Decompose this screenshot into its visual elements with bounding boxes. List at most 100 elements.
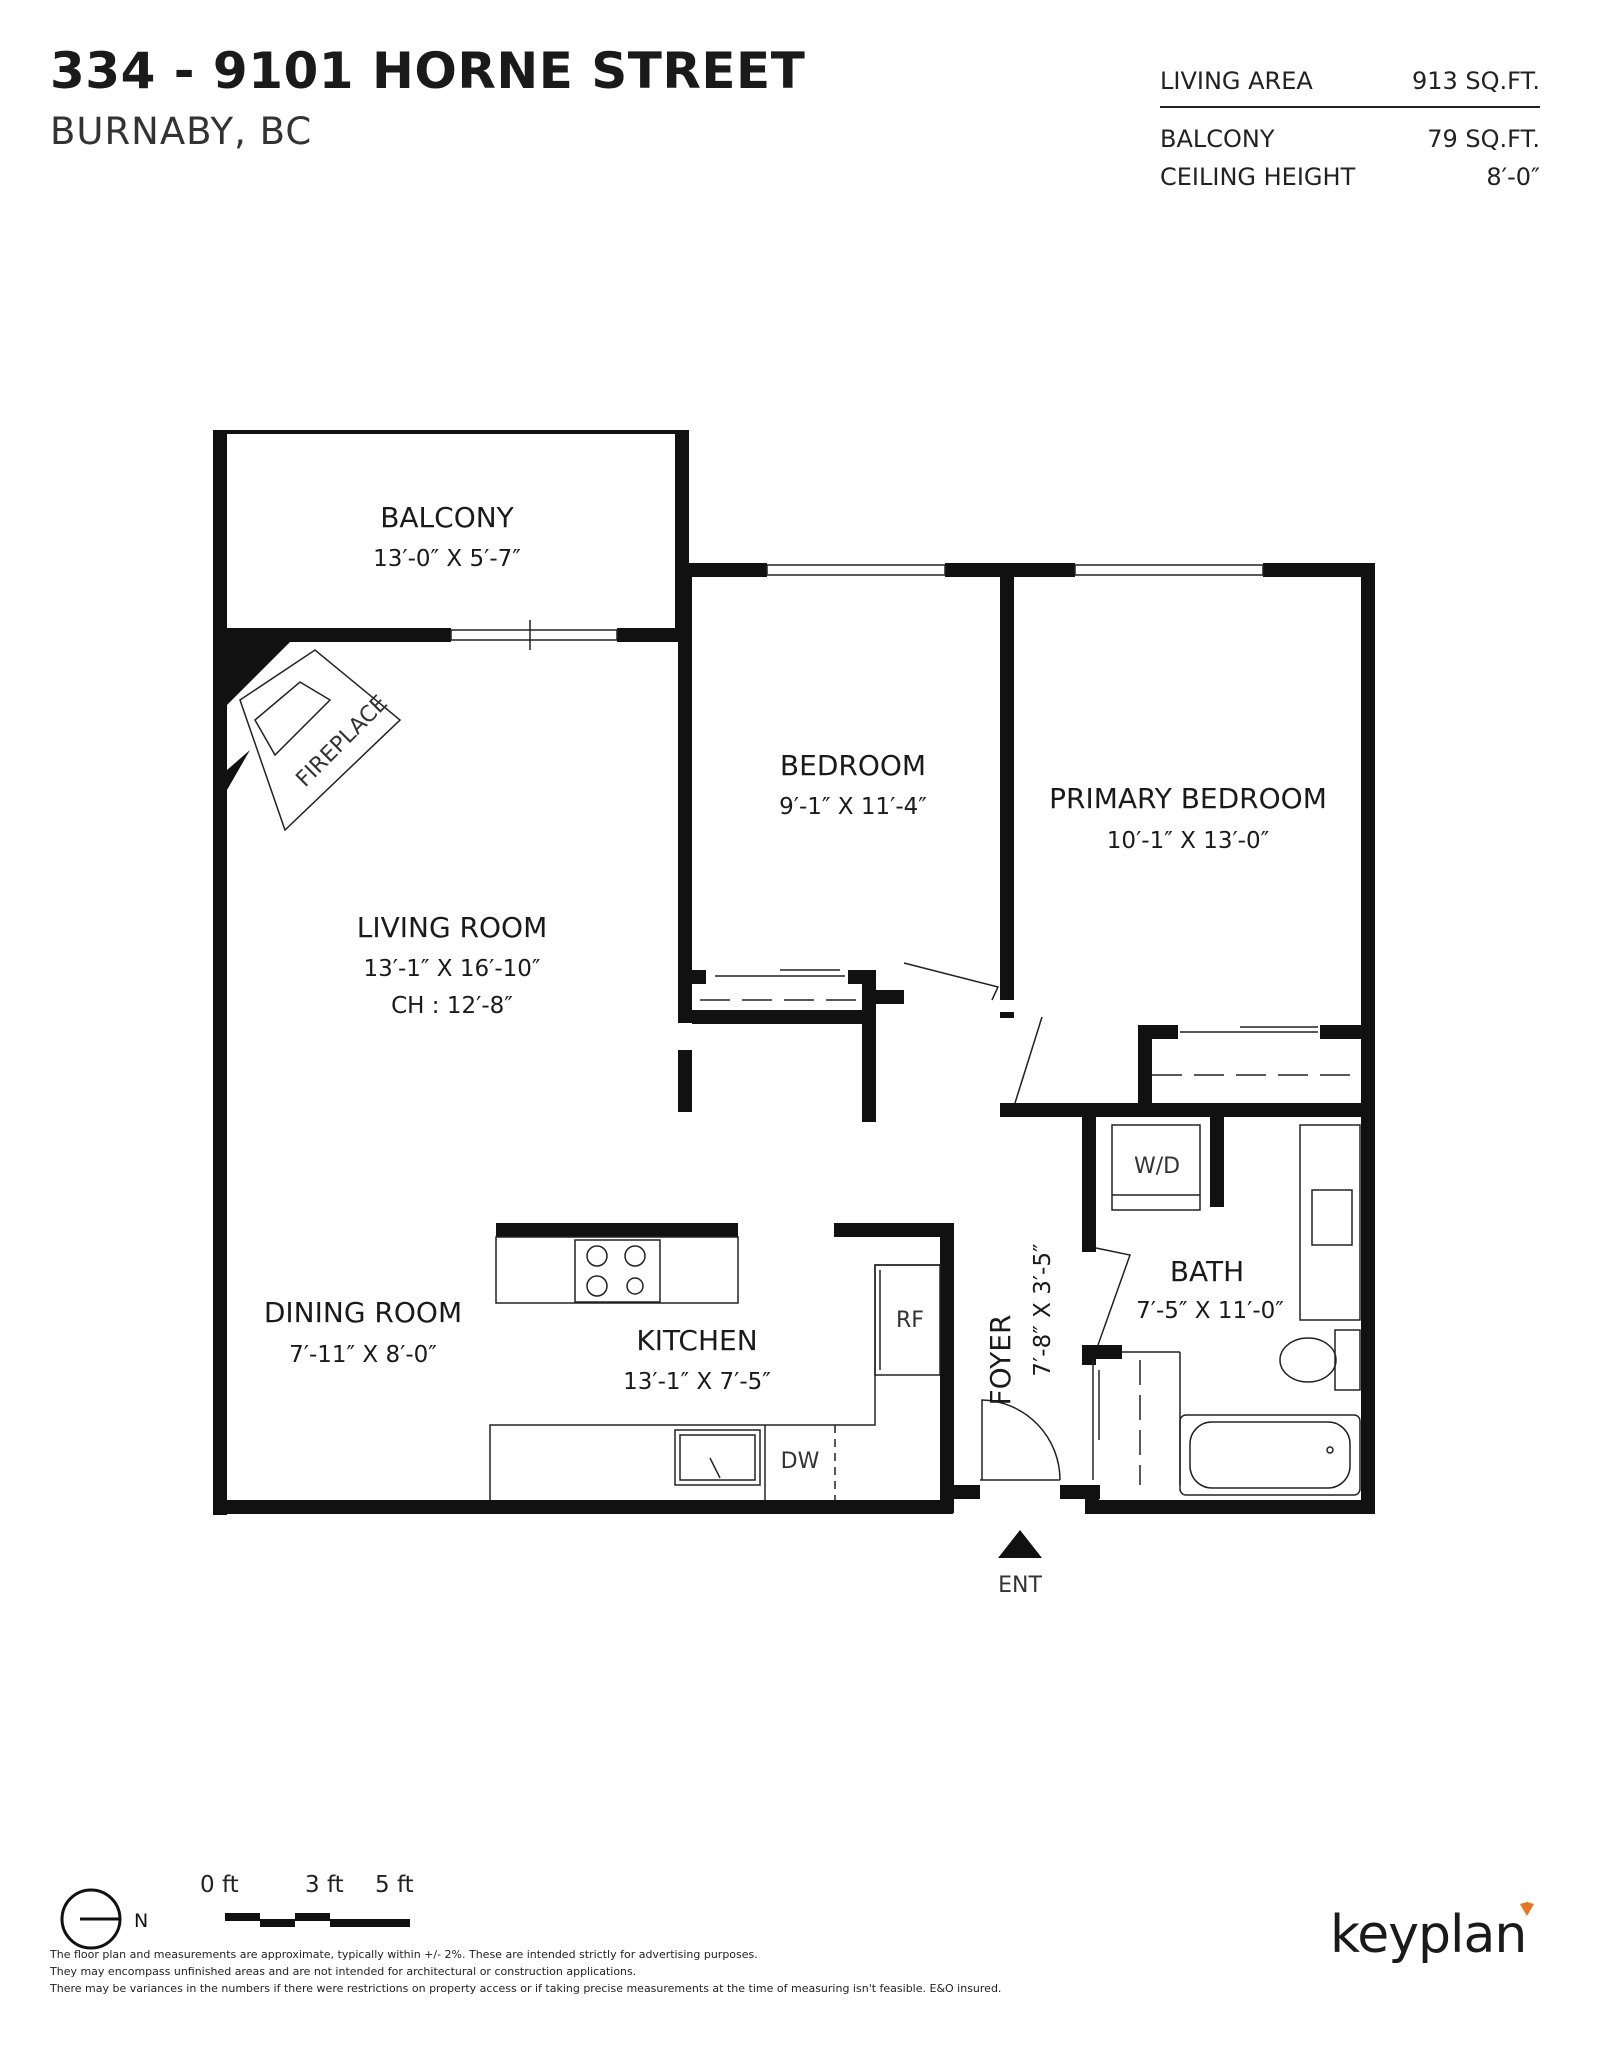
compass-icon: N <box>60 1888 148 1950</box>
disclaimer-line: The floor plan and measurements are appr… <box>50 1948 758 1961</box>
tub-drain <box>1326 1446 1334 1454</box>
room-name-dining-room: DINING ROOM <box>264 1296 462 1329</box>
wall <box>1138 1025 1178 1039</box>
room-dims-living-room: 13′-1″ X 16′-10″ <box>363 956 540 982</box>
room-dims-primary-bedroom: 10′-1″ X 13′-0″ <box>1107 828 1270 854</box>
toilet-tank <box>1334 1329 1361 1391</box>
wall <box>940 1485 980 1499</box>
room-name-bedroom: BEDROOM <box>780 749 926 782</box>
faucet <box>709 1457 721 1479</box>
dishwasher-label: DW <box>781 1449 820 1474</box>
room-dims-bath: 7′-5″ X 11′-0″ <box>1136 1298 1284 1324</box>
area-row-ceiling: CEILING HEIGHT 8′-0″ <box>1160 158 1540 196</box>
disclaimer-line: They may encompass unfinished areas and … <box>50 1965 637 1978</box>
scale-bar <box>225 1913 410 1927</box>
room-name-bath: BATH <box>1170 1255 1244 1288</box>
wall <box>678 970 706 984</box>
stove-burner <box>586 1275 608 1297</box>
stove-burner <box>586 1245 608 1267</box>
vanity <box>1299 1124 1361 1321</box>
fireplace-corner <box>227 750 250 790</box>
scale-label-5: 5 ft <box>375 1872 414 1898</box>
washer-dryer <box>1111 1124 1201 1211</box>
wall <box>1082 1117 1096 1252</box>
stove <box>574 1239 661 1303</box>
bathtub-inner <box>1189 1421 1351 1489</box>
room-dims-bedroom: 9′-1″ X 11′-4″ <box>779 794 927 820</box>
door-swing <box>903 962 1000 1001</box>
wall <box>1210 1117 1224 1207</box>
scale-label-3: 3 ft <box>305 1872 344 1898</box>
wall <box>945 563 1075 577</box>
fridge-label: RF <box>896 1308 924 1333</box>
room-dims-foyer: 7′-8″ X 3′-5″ <box>1030 1243 1056 1377</box>
stove-burner <box>626 1277 644 1295</box>
area-row-balcony: BALCONY 79 SQ.FT. <box>1160 120 1540 158</box>
wall <box>862 970 876 1122</box>
stove-burner <box>624 1245 646 1267</box>
fridge <box>874 1264 941 1376</box>
room-dims-kitchen: 13′-1″ X 7′-5″ <box>623 1369 771 1395</box>
fireplace-corner <box>227 642 290 705</box>
wall <box>213 1500 953 1514</box>
wall <box>1000 1103 1375 1117</box>
wall <box>1000 1012 1014 1018</box>
wall <box>940 1223 954 1513</box>
area-value: 79 SQ.FT. <box>1427 125 1540 153</box>
wall <box>617 628 689 642</box>
kitchen-sink <box>674 1429 761 1486</box>
washer-dryer-label: W/D <box>1134 1154 1180 1179</box>
wall <box>215 430 685 434</box>
wall <box>213 628 451 642</box>
fixture-lines <box>239 564 1361 1500</box>
wall <box>692 1010 867 1024</box>
disclaimer: The floor plan and measurements are appr… <box>50 1946 1050 1997</box>
entry-door-swing <box>981 1399 1061 1481</box>
door-swing <box>1014 1016 1043 1104</box>
wall <box>678 1050 692 1112</box>
window <box>1074 564 1264 576</box>
page-subtitle: BURNABY, BC <box>50 110 313 153</box>
brand-logo: keyplan <box>1330 1905 1527 1965</box>
wall <box>1000 577 1014 1000</box>
area-label: BALCONY <box>1160 125 1275 153</box>
brand-mark-icon <box>1520 1902 1534 1916</box>
room-name-foyer: FOYER <box>984 1315 1017 1406</box>
area-row-living: LIVING AREA 913 SQ.FT. <box>1160 62 1540 108</box>
room-name-living-room: LIVING ROOM <box>357 911 548 944</box>
compass-north-label: N <box>134 1910 148 1932</box>
sliding-door <box>450 629 618 641</box>
wall <box>213 430 227 1515</box>
page-title: 334 - 9101 HORNE STREET <box>50 42 806 100</box>
wall <box>876 990 904 1004</box>
bath-sink <box>1311 1189 1353 1246</box>
disclaimer-line: There may be variances in the numbers if… <box>50 1982 1002 1995</box>
room-name-balcony: BALCONY <box>380 501 514 534</box>
wall <box>678 563 692 1023</box>
entrance-arrow-icon <box>998 1530 1042 1558</box>
wall <box>1263 563 1375 577</box>
island-counter <box>495 1236 739 1304</box>
bath-door-swing <box>1095 1247 1131 1346</box>
area-summary: LIVING AREA 913 SQ.FT. BALCONY 79 SQ.FT.… <box>1160 62 1540 196</box>
room-dims-balcony: 13′-0″ X 5′-7″ <box>373 546 521 572</box>
area-label: LIVING AREA <box>1160 67 1313 95</box>
area-label: CEILING HEIGHT <box>1160 163 1356 191</box>
wall <box>1361 563 1375 1513</box>
kitchen-sink-basin <box>679 1434 756 1481</box>
room-name-primary-bedroom: PRIMARY BEDROOM <box>1049 782 1327 815</box>
wall <box>1138 1025 1152 1113</box>
wall <box>1082 1345 1122 1359</box>
wall <box>496 1223 738 1237</box>
room-dims-dining-room: 7′-11″ X 8′-0″ <box>289 1342 437 1368</box>
window <box>766 564 946 576</box>
wall <box>1085 1485 1099 1514</box>
room-ceiling-living-room: CH : 12′-8″ <box>391 993 513 1019</box>
wall <box>1090 1500 1375 1514</box>
room-name-kitchen: KITCHEN <box>636 1324 757 1357</box>
fireplace-inner <box>254 681 332 757</box>
walls <box>213 430 1375 1515</box>
fireplace-outline <box>239 649 402 832</box>
area-value: 913 SQ.FT. <box>1411 67 1540 95</box>
scale-label-0: 0 ft <box>200 1872 239 1898</box>
